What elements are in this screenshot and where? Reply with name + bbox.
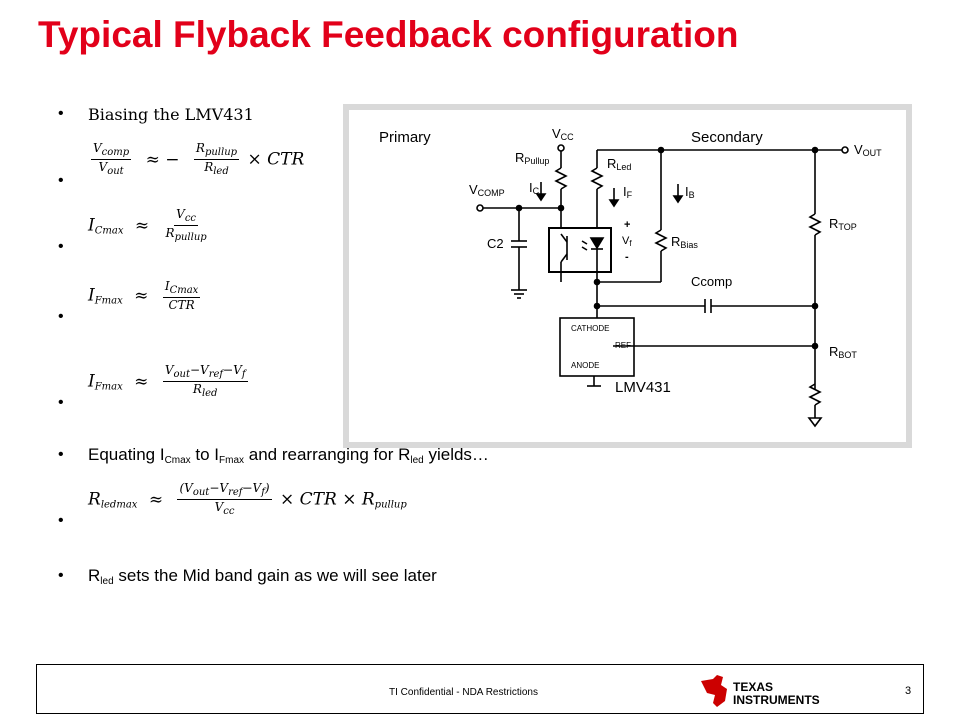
ref-label: REF: [615, 341, 631, 350]
slide-title: Typical Flyback Feedback configuration: [38, 14, 739, 55]
rled-label: RLed: [607, 156, 631, 172]
rbot-resistor: [808, 383, 822, 406]
phototransistor: [560, 253, 568, 263]
svg-text:Texas: Texas: [733, 680, 773, 694]
light-arrow: [581, 240, 588, 245]
rtop-resistor: [808, 213, 822, 236]
ib-label: IB: [685, 184, 695, 200]
rbot-label: RBOT: [829, 344, 857, 360]
schematic-canvas: Primary Secondary VCC VOUT VCOMP RPullup…: [349, 110, 906, 442]
ic-arrow: [535, 193, 547, 202]
ccomp-label: Ccomp: [691, 274, 732, 289]
vcomp-terminal: [476, 204, 484, 212]
ib-arrow: [672, 195, 684, 204]
primary-label: Primary: [379, 129, 431, 146]
texas-instruments-logo: Texas Instruments: [701, 675, 820, 707]
if-arrow: [608, 199, 620, 208]
lmv431-label: LMV431: [615, 379, 671, 396]
equation-rledmax: Rledmax ≈ (Vout−Vref−Vf)Vcc × CTR × Rpul…: [88, 481, 407, 518]
opto-led: [589, 237, 605, 250]
vcc-label: VCC: [552, 126, 574, 142]
cathode-label: CATHODE: [571, 324, 610, 333]
node-dot: [557, 204, 565, 212]
vf-label: Vf: [622, 235, 632, 248]
vout-label: VOUT: [854, 142, 882, 158]
rpullup-resistor: [554, 167, 568, 190]
vf-plus: +: [624, 219, 630, 231]
rbias-label: RBias: [671, 234, 698, 250]
page-number: 3: [905, 685, 912, 697]
node-dot: [593, 278, 601, 286]
phototransistor: [560, 233, 568, 243]
bullet-text: Equating ICmax to IFmax and rearranging …: [88, 444, 489, 466]
ic-label: IC: [529, 180, 540, 196]
bullet-text: Biasing the LMV431: [88, 104, 254, 124]
vcomp-label: VCOMP: [469, 182, 505, 198]
vout-terminal: [841, 146, 849, 154]
slide-footer: TI Confidential - NDA Restrictions Texas…: [36, 664, 924, 714]
svg-text:Instruments: Instruments: [733, 693, 820, 707]
rtop-label: RTOP: [829, 216, 857, 232]
flyback-feedback-schematic: Primary Secondary VCC VOUT VCOMP RPullup…: [343, 104, 912, 448]
rled-resistor: [590, 167, 604, 190]
c2-label: C2: [487, 236, 504, 251]
rpullup-label: RPullup: [515, 150, 549, 166]
confidential-notice: TI Confidential - NDA Restrictions: [389, 687, 538, 698]
ground-arrow: [807, 417, 823, 428]
lmv431-box: [559, 317, 635, 377]
if-label: IF: [623, 184, 633, 200]
anode-label: ANODE: [571, 361, 599, 370]
ti-logo-mark: [701, 675, 727, 707]
optocoupler-box: [548, 227, 612, 273]
bullet-text: Rled sets the Mid band gain as we will s…: [88, 565, 437, 587]
secondary-label: Secondary: [691, 129, 763, 146]
vcc-terminal: [557, 144, 565, 152]
light-arrow: [581, 246, 588, 251]
vf-minus: -: [625, 251, 629, 263]
rbias-resistor: [654, 229, 668, 252]
schematic-svg: Primary Secondary VCC VOUT VCOMP RPullup…: [379, 126, 882, 428]
